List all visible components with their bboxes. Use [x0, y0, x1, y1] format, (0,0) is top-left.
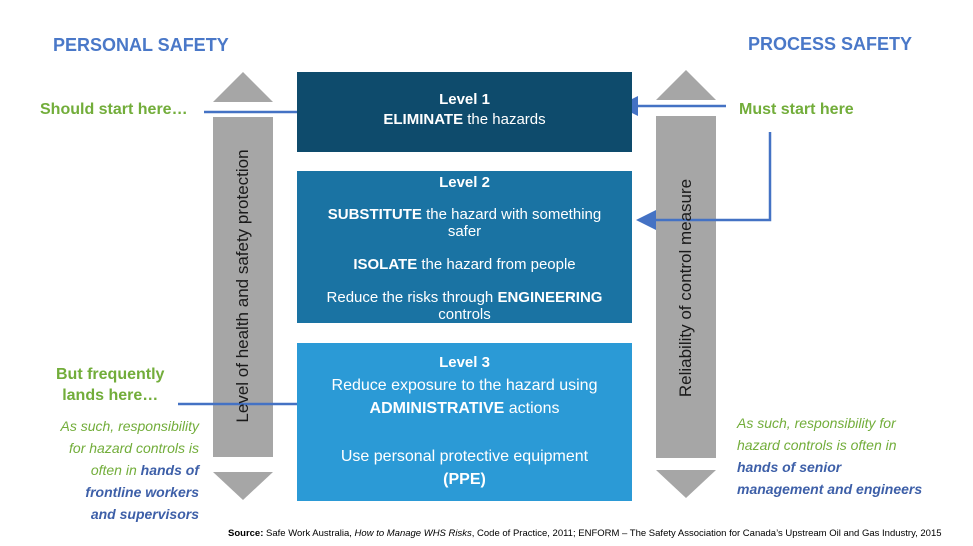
should-start-label: Should start here…	[40, 101, 188, 118]
right-note-line-4: management and engineers	[737, 481, 923, 497]
administrative-line-2: ADMINISTRATIVE actions	[297, 397, 632, 420]
must-start-to-level2-arrow	[636, 132, 772, 230]
level-2-substitute: SUBSTITUTE the hazard with something	[297, 206, 632, 223]
source-label: Source:	[228, 528, 264, 539]
right-responsibility-note: As such, responsibility for hazard contr…	[737, 412, 922, 500]
left-axis-label: Level of health and safety protection	[233, 149, 252, 423]
ppe-line-1: Use personal protective equipment	[340, 448, 589, 465]
level-1-eliminate: ELIMINATE	[383, 111, 464, 128]
left-note-line-4: frontline workers	[85, 484, 199, 500]
substitute-rest: the hazard with something	[421, 206, 602, 223]
left-note-line-5: and supervisors	[90, 506, 199, 522]
level-3-title: Level 3	[439, 354, 490, 371]
level-2-title: Level 2	[439, 174, 490, 191]
left-responsibility-note: As such, responsibility for hazard contr…	[60, 415, 199, 525]
personal-safety-heading: PERSONAL SAFETY	[53, 35, 229, 55]
engineering-line-2: controls	[438, 306, 491, 323]
level-1-text: ELIMINATE the hazards	[297, 111, 632, 128]
lands-line-2: lands here…	[62, 387, 159, 404]
right-note-line-3: hands of senior	[737, 459, 842, 475]
isolate-rest: the hazard from people	[417, 256, 576, 273]
level-2-engineering: Reduce the risks through ENGINEERING	[297, 289, 632, 306]
right-axis-arrow	[656, 70, 716, 498]
level-3-box: Level 3 Reduce exposure to the hazard us…	[297, 343, 632, 501]
level-2-box: Level 2 SUBSTITUTE the hazard with somet…	[297, 171, 632, 323]
level-1-title: Level 1	[439, 91, 490, 108]
level-1-box: Level 1 ELIMINATE the hazards	[297, 72, 632, 152]
source-text-1: Safe Work Australia,	[263, 528, 355, 539]
left-note-bold: hands of	[140, 462, 199, 478]
right-note-line-1: As such, responsibility for	[737, 415, 896, 431]
right-note-line-2: hazard controls is often in	[737, 437, 897, 453]
right-axis-label: Reliability of control measure	[676, 178, 695, 398]
ppe-bold: (PPE)	[443, 471, 486, 488]
left-note-line-3: often in hands of	[60, 459, 199, 481]
administrative-bold: ADMINISTRATIVE	[369, 400, 505, 417]
left-note-line-2: for hazard controls is	[69, 440, 199, 456]
left-axis-arrow	[213, 72, 273, 500]
lands-line-1: But frequently	[56, 366, 165, 383]
process-safety-heading: PROCESS SAFETY	[748, 34, 913, 54]
isolate-bold: ISOLATE	[353, 256, 418, 273]
substitute-line-2: safer	[447, 223, 482, 240]
source-title: How to Manage WHS Risks	[354, 528, 472, 539]
source-text-2: , Code of Practice, 2011; ENFORM – The S…	[471, 528, 942, 539]
level-1-rest: the hazards	[463, 111, 546, 128]
source-footnote: Source: Safe Work Australia, How to Mana…	[228, 528, 942, 539]
administrative-line-1: Reduce exposure to the hazard using	[331, 377, 598, 394]
level-2-isolate: ISOLATE the hazard from people	[297, 256, 632, 273]
lands-here-label: But frequently lands here…	[56, 364, 164, 406]
substitute-bold: SUBSTITUTE	[327, 206, 422, 223]
engineering-bold: ENGINEERING	[497, 289, 603, 306]
engineering-prefix: Reduce the risks through	[326, 289, 498, 306]
left-note-line-1: As such, responsibility	[60, 418, 199, 434]
left-note-prefix: often in	[90, 462, 141, 478]
administrative-rest: actions	[504, 400, 560, 417]
must-start-label: Must start here	[739, 101, 854, 118]
